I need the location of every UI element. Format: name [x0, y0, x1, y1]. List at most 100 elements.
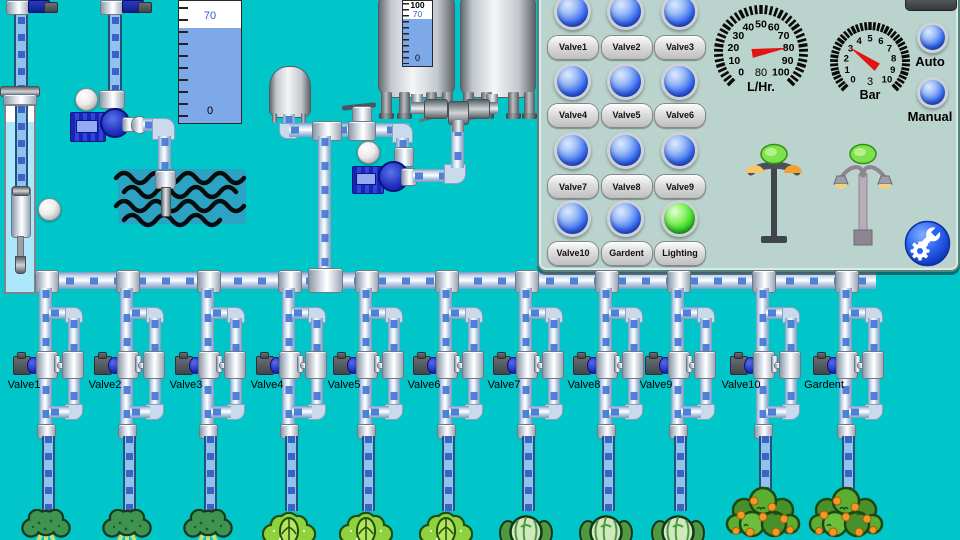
bypass-union-valve9[interactable] — [694, 351, 716, 379]
plant-cabbage — [579, 515, 633, 540]
loop-bottom-valve8 — [609, 406, 629, 418]
lamp-indicator-valve5 — [607, 62, 644, 100]
tank-scale-top-label: 100 — [410, 0, 425, 10]
gauge-needle — [849, 47, 880, 71]
button-valve2[interactable]: Valve2 — [600, 34, 653, 60]
loop-top-valve4 — [292, 307, 312, 319]
branch-label-valve6: Valve6 — [407, 379, 441, 391]
supply-pipe — [318, 136, 331, 274]
branch-label-valve4: Valve4 — [250, 379, 284, 391]
lamp-indicator-valve8 — [607, 131, 644, 169]
button-valve6[interactable]: Valve6 — [654, 102, 706, 128]
plant-orange-tree — [725, 486, 801, 538]
tank-leg-cap — [506, 113, 521, 119]
button-valve3[interactable]: Valve3 — [654, 34, 706, 60]
lamp-indicator-valve2 — [607, 0, 644, 30]
motor-valve-stub-valve5 — [337, 352, 346, 359]
street-light-double-icon — [833, 143, 893, 246]
tank-leg — [272, 113, 277, 123]
plant-lettuce — [262, 511, 316, 540]
street-light-icon — [746, 143, 802, 243]
button-valve5[interactable]: Valve5 — [600, 102, 653, 128]
settings-button[interactable] — [904, 220, 951, 267]
bypass-union-valve3[interactable] — [224, 351, 246, 379]
tank-leg-cap — [397, 113, 412, 119]
button-gardent[interactable]: Gardent — [600, 240, 653, 266]
motor-valve-stub-valve8 — [577, 352, 586, 359]
bypass-union-valve4[interactable] — [305, 351, 327, 379]
gauge-value: 3 — [867, 76, 873, 88]
branch-label-valve2: Valve2 — [88, 379, 122, 391]
loop-top-valve5 — [369, 307, 389, 319]
bypass-union-valve10[interactable] — [779, 351, 801, 379]
gauge-tick-label: 2 — [844, 54, 849, 65]
bypass-union-valve6[interactable] — [462, 351, 484, 379]
loop-top-valve1 — [49, 307, 69, 319]
bypass-union-valve7[interactable] — [542, 351, 564, 379]
drip-pipe-valve3 — [204, 436, 217, 511]
gauge-tick-label: 0 — [850, 74, 855, 85]
button-lighting[interactable]: Lighting — [654, 240, 706, 266]
tank-scale-bottom-label: 0 — [414, 53, 420, 63]
loop-top-valve9 — [681, 307, 701, 319]
branch-label-valve9: Valve9 — [639, 379, 673, 391]
manifold-down-stub — [452, 120, 464, 132]
gauge-needle — [751, 47, 788, 58]
loop-top-valve8 — [609, 307, 629, 319]
mode-button-manual[interactable] — [917, 76, 948, 108]
button-valve10[interactable]: Valve10 — [547, 240, 599, 266]
loop-top-valve2 — [130, 307, 150, 319]
button-valve4[interactable]: Valve4 — [547, 102, 599, 128]
tank-leg — [301, 113, 306, 123]
reservoir-top-label: 70 — [203, 10, 217, 22]
drip-pipe-valve5 — [362, 436, 375, 511]
button-valve9[interactable]: Valve9 — [654, 174, 706, 199]
button-valve1[interactable]: Valve1 — [547, 34, 599, 60]
manifold-valve[interactable] — [424, 99, 448, 119]
bypass-union-valve1[interactable] — [62, 351, 84, 379]
tank-leg-cap — [522, 113, 537, 119]
gauge-tick-label: 4 — [856, 36, 862, 47]
gauge-tick-label: 80 — [783, 42, 795, 54]
status-ball-indicator — [75, 88, 98, 111]
mode-button-auto[interactable] — [917, 21, 948, 53]
pump-tip — [15, 256, 26, 274]
manifold-valve[interactable] — [466, 99, 490, 119]
bypass-union-valve8[interactable] — [622, 351, 644, 379]
gauge-tick-label: 8 — [891, 54, 896, 65]
lamp-indicator-valve9 — [660, 131, 698, 169]
plant-cabbage — [651, 515, 705, 540]
loop-bottom-valve7 — [529, 406, 549, 418]
gauge-tick-label: 20 — [728, 42, 740, 54]
plant-orange-tree — [808, 486, 884, 538]
branch-label-valve10: Valve10 — [721, 379, 761, 391]
button-valve7[interactable]: Valve7 — [547, 174, 599, 199]
bypass-union-valve2[interactable] — [143, 351, 165, 379]
bypass-union-gardent[interactable] — [862, 351, 884, 379]
lamp-indicator-valve6 — [660, 62, 698, 100]
branch-label-gardent: Gardent — [804, 379, 844, 391]
drip-pipe-valve7 — [522, 436, 535, 511]
bypass-union-valve5[interactable] — [382, 351, 404, 379]
gauge-tick-label: 1 — [845, 65, 851, 76]
gauge-tick-label: 90 — [782, 55, 794, 67]
drip-pipe-valve1 — [42, 436, 55, 511]
panel-top-button[interactable] — [905, 0, 957, 11]
plant-broccoli — [20, 509, 72, 540]
supply-tee-bottom — [308, 268, 343, 293]
gauge-tick-label: 50 — [755, 19, 767, 31]
gauge-tick-label: 3 — [848, 43, 853, 54]
tank-leg — [524, 92, 535, 116]
feed-tee-fitting — [348, 121, 376, 141]
riser2-top-fitting — [100, 0, 124, 15]
lamp-indicator-valve7 — [553, 131, 591, 169]
button-valve8[interactable]: Valve8 — [600, 174, 653, 199]
wellhead-actuator-icon — [44, 2, 58, 13]
well-riser-pipe — [14, 0, 28, 90]
pressure-tank — [269, 66, 311, 118]
loop-bottom-gardent — [849, 406, 869, 418]
lamp-indicator-valve10 — [553, 199, 591, 237]
tank-leg — [508, 92, 519, 116]
gauge-caption: L/Hr. — [747, 80, 775, 94]
